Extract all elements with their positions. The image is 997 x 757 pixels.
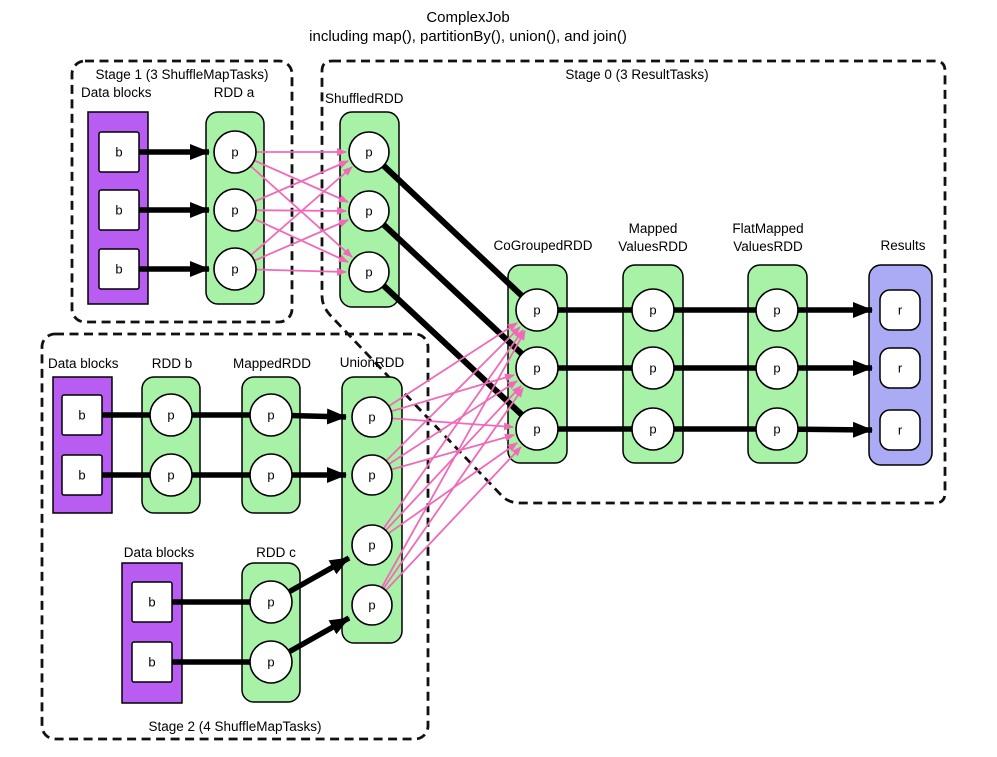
result-letter: r	[898, 361, 903, 376]
block-node	[98, 131, 140, 173]
partition-node	[351, 454, 393, 496]
partition-node	[249, 393, 293, 437]
node-letters: b b b b b b b p p p p p p p p p p p p p …	[78, 145, 902, 670]
partition-node	[213, 188, 257, 232]
partition-node	[755, 346, 799, 390]
partition-letter: p	[267, 655, 274, 670]
partition-letter: p	[533, 361, 540, 376]
data-blocks-2-label: Data blocks	[48, 356, 119, 371]
partition-node	[631, 407, 675, 451]
partition-node	[249, 453, 293, 497]
partition-letter: p	[365, 204, 372, 219]
result-node	[879, 409, 921, 451]
mapped-values-rdd-label-1: Mapped	[629, 221, 678, 236]
partition-letter: p	[649, 361, 656, 376]
partition-node	[755, 288, 799, 332]
flatmapped-values-rdd-label-1: FlatMapped	[732, 221, 803, 236]
flatmapped-values-rdd-label-2: ValuesRDD	[733, 239, 803, 254]
result-letter: r	[898, 423, 903, 438]
partition-node	[515, 288, 559, 332]
rdd-b-label: RDD b	[152, 356, 193, 371]
block-node	[131, 581, 173, 623]
partition-letter: p	[773, 361, 780, 376]
block-letter: b	[115, 145, 122, 160]
stage2-label: Stage 2 (4 ShuffleMapTasks)	[148, 719, 321, 734]
partition-node	[249, 640, 293, 684]
block-letter: b	[148, 655, 155, 670]
block-node	[98, 248, 140, 290]
partition-nodes	[149, 130, 799, 684]
partition-letter: p	[773, 422, 780, 437]
data-blocks-3-label: Data blocks	[124, 545, 195, 560]
stage1-outline	[70, 59, 294, 324]
block-letter: b	[148, 595, 155, 610]
mapped-values-rdd-label-2: ValuesRDD	[618, 239, 688, 254]
partition-letter: p	[167, 468, 174, 483]
data-blocks-1-label: Data blocks	[81, 85, 152, 100]
block-node	[61, 454, 103, 496]
block-node	[98, 189, 140, 231]
block-nodes	[61, 131, 173, 683]
stage2-outline	[40, 332, 430, 741]
partition-node	[515, 407, 559, 451]
partition-letter: p	[368, 538, 375, 553]
partition-node	[249, 580, 293, 624]
partition-letter: p	[533, 303, 540, 318]
partition-node	[515, 346, 559, 390]
cogrouped-rdd-label: CoGroupedRDD	[493, 238, 592, 253]
partition-letter: p	[649, 422, 656, 437]
job-subtitle: including map(), partitionBy(), union(),…	[309, 28, 627, 45]
block-letter: b	[115, 262, 122, 277]
stage1-label: Stage 1 (3 ShuffleMapTasks)	[95, 67, 268, 82]
result-node	[879, 289, 921, 331]
partition-node	[348, 190, 390, 232]
partition-node	[631, 346, 675, 390]
partition-letter: p	[231, 262, 238, 277]
block-node	[131, 641, 173, 683]
partition-node	[213, 247, 257, 291]
partition-letter: p	[167, 408, 174, 423]
partition-letter: p	[267, 408, 274, 423]
partition-node	[351, 524, 393, 566]
result-nodes	[879, 289, 921, 451]
stage0-label: Stage 0 (3 ResultTasks)	[565, 67, 708, 82]
partition-letter: p	[773, 303, 780, 318]
partition-letter: p	[267, 468, 274, 483]
job-title: ComplexJob	[426, 9, 509, 26]
partition-letter: p	[231, 145, 238, 160]
rdd-c-label: RDD c	[256, 545, 296, 560]
mapped-rdd-label: MappedRDD	[233, 356, 311, 371]
shuffle-dependency-arrows	[234, 148, 526, 606]
partition-node	[631, 288, 675, 332]
block-node	[61, 394, 103, 436]
partition-node	[213, 130, 257, 174]
partition-letter: p	[368, 598, 375, 613]
partition-letter: p	[365, 265, 372, 280]
partition-letter: p	[649, 303, 656, 318]
block-letter: b	[78, 408, 85, 423]
partition-node	[755, 407, 799, 451]
partition-letter: p	[368, 410, 375, 425]
stage0-outline	[320, 59, 947, 505]
partition-letter: p	[365, 145, 372, 160]
partition-letter: p	[368, 468, 375, 483]
partition-letter: p	[267, 595, 274, 610]
union-rdd-label: UnionRDD	[340, 355, 405, 370]
partition-node	[149, 393, 193, 437]
partition-letter: p	[533, 422, 540, 437]
rdd-a-label: RDD a	[214, 85, 255, 100]
partition-node	[351, 584, 393, 626]
shuffled-rdd-label: ShuffledRDD	[325, 91, 404, 106]
block-letter: b	[115, 203, 122, 218]
result-letter: r	[898, 303, 903, 318]
results-label: Results	[880, 238, 925, 253]
partition-node	[348, 131, 390, 173]
block-letter: b	[78, 468, 85, 483]
partition-letter: p	[231, 203, 238, 218]
partition-node	[351, 396, 393, 438]
partition-node	[348, 251, 390, 293]
partition-node	[149, 453, 193, 497]
result-node	[879, 347, 921, 389]
